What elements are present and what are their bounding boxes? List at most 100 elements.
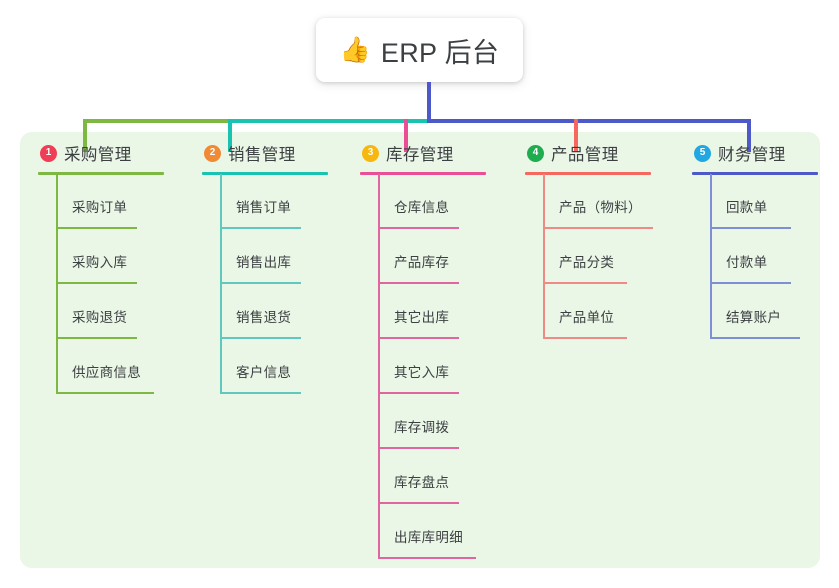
column-spine-line bbox=[56, 174, 58, 394]
column-header-3[interactable]: 3 库存管理 bbox=[360, 132, 512, 175]
menu-item[interactable]: 库存调拨 bbox=[360, 394, 512, 449]
menu-item[interactable]: 其它出库 bbox=[360, 284, 512, 339]
menu-item-underline bbox=[543, 227, 653, 229]
column-items: 产品（物料） 产品分类产品单位 bbox=[525, 174, 685, 339]
menu-item-underline bbox=[710, 282, 791, 284]
menu-item-label: 付款单 bbox=[726, 255, 768, 270]
menu-item-label: 采购订单 bbox=[72, 200, 128, 215]
menu-item-label: 销售订单 bbox=[236, 200, 292, 215]
menu-item-underline bbox=[56, 392, 154, 394]
menu-item-underline bbox=[56, 282, 137, 284]
menu-item-label: 销售退货 bbox=[236, 310, 292, 325]
menu-item[interactable]: 结算账户 bbox=[692, 284, 832, 339]
column-header-underline bbox=[692, 172, 818, 175]
menu-item-label: 库存调拨 bbox=[394, 420, 450, 435]
connector-bus-blue bbox=[427, 119, 751, 123]
menu-item-underline bbox=[378, 227, 459, 229]
menu-item-underline bbox=[220, 282, 301, 284]
column-spine-line bbox=[220, 174, 222, 394]
connector-drop-1 bbox=[83, 119, 87, 152]
menu-item[interactable]: 采购订单 bbox=[38, 174, 190, 229]
menu-item[interactable]: 采购退货 bbox=[38, 284, 190, 339]
diagram-columns: 1 采购管理采购订单采购入库采购退货供应商信息 2 销售管理销售订单销售出库销售退货客… bbox=[20, 132, 820, 568]
menu-item[interactable]: 产品（物料） bbox=[525, 174, 685, 229]
column-number-badge: 1 bbox=[40, 144, 57, 162]
column-spine-line bbox=[378, 174, 380, 559]
menu-item[interactable]: 销售出库 bbox=[202, 229, 350, 284]
connector-drop-4 bbox=[574, 119, 578, 152]
column-number-badge: 4 bbox=[527, 144, 544, 162]
menu-item[interactable]: 采购入库 bbox=[38, 229, 190, 284]
column-header-underline bbox=[360, 172, 486, 175]
menu-item-label: 出库库明细 bbox=[394, 530, 463, 545]
menu-item[interactable]: 回款单 bbox=[692, 174, 832, 229]
menu-item-underline bbox=[543, 337, 627, 339]
menu-item[interactable]: 供应商信息 bbox=[38, 339, 190, 394]
column-items: 仓库信息产品库存其它出库其它入库库存调拨库存盘点出库库明细 bbox=[360, 174, 512, 559]
menu-item-underline bbox=[378, 557, 476, 559]
column-header-1[interactable]: 1 采购管理 bbox=[38, 132, 190, 175]
menu-item-underline bbox=[378, 447, 459, 449]
menu-item-label: 产品（物料） bbox=[559, 200, 642, 215]
column-title: 财务管理 bbox=[718, 146, 786, 164]
column-5: 5 财务管理回款单付款单结算账户 bbox=[692, 132, 832, 339]
menu-item-label: 产品库存 bbox=[394, 255, 450, 270]
column-items: 采购订单采购入库采购退货供应商信息 bbox=[38, 174, 190, 394]
menu-item[interactable]: 销售退货 bbox=[202, 284, 350, 339]
thumbs-up-icon: 👍 bbox=[339, 35, 371, 64]
menu-item[interactable]: 付款单 bbox=[692, 229, 832, 284]
connector-drop-3 bbox=[404, 119, 408, 152]
menu-item-label: 仓库信息 bbox=[394, 200, 450, 215]
menu-item-label: 产品单位 bbox=[559, 310, 615, 325]
column-title: 库存管理 bbox=[386, 146, 454, 164]
column-number-badge: 5 bbox=[694, 144, 711, 162]
column-title: 产品管理 bbox=[551, 146, 619, 164]
column-3: 3 库存管理仓库信息产品库存其它出库其它入库库存调拨库存盘点出库库明细 bbox=[360, 132, 512, 559]
menu-item-underline bbox=[378, 502, 459, 504]
menu-item[interactable]: 其它入库 bbox=[360, 339, 512, 394]
menu-item-label: 客户信息 bbox=[236, 365, 292, 380]
menu-item[interactable]: 库存盘点 bbox=[360, 449, 512, 504]
column-header-5[interactable]: 5 财务管理 bbox=[692, 132, 832, 175]
column-spine-line bbox=[543, 174, 545, 339]
column-header-underline bbox=[525, 172, 651, 175]
connector-drop-5 bbox=[747, 119, 751, 152]
column-number-badge: 3 bbox=[362, 144, 379, 162]
menu-item[interactable]: 产品单位 bbox=[525, 284, 685, 339]
menu-item-label: 采购入库 bbox=[72, 255, 128, 270]
menu-item-label: 库存盘点 bbox=[394, 475, 450, 490]
menu-item-underline bbox=[220, 227, 301, 229]
column-title: 销售管理 bbox=[228, 146, 296, 164]
menu-item-label: 销售出库 bbox=[236, 255, 292, 270]
connector-bus-teal bbox=[228, 119, 430, 123]
menu-item-label: 产品分类 bbox=[559, 255, 615, 270]
column-spine-line bbox=[710, 174, 712, 339]
column-number-badge: 2 bbox=[204, 144, 221, 162]
menu-item[interactable]: 仓库信息 bbox=[360, 174, 512, 229]
column-1: 1 采购管理采购订单采购入库采购退货供应商信息 bbox=[38, 132, 190, 394]
menu-item-underline bbox=[378, 282, 459, 284]
column-items: 回款单付款单结算账户 bbox=[692, 174, 832, 339]
menu-item-label: 其它出库 bbox=[394, 310, 450, 325]
column-header-4[interactable]: 4 产品管理 bbox=[525, 132, 685, 175]
menu-item[interactable]: 产品库存 bbox=[360, 229, 512, 284]
column-header-underline bbox=[202, 172, 328, 175]
menu-item-label: 结算账户 bbox=[726, 310, 782, 325]
column-title: 采购管理 bbox=[64, 146, 132, 164]
menu-item-label: 其它入库 bbox=[394, 365, 450, 380]
menu-item[interactable]: 销售订单 bbox=[202, 174, 350, 229]
menu-item-label: 采购退货 bbox=[72, 310, 128, 325]
column-header-underline bbox=[38, 172, 164, 175]
menu-item-underline bbox=[543, 282, 627, 284]
root-node-erp-backend[interactable]: 👍 ERP 后台 bbox=[316, 18, 523, 82]
menu-item[interactable]: 客户信息 bbox=[202, 339, 350, 394]
column-2: 2 销售管理销售订单销售出库销售退货客户信息 bbox=[202, 132, 350, 394]
diagram-panel-background bbox=[20, 132, 820, 568]
column-header-2[interactable]: 2 销售管理 bbox=[202, 132, 350, 175]
column-items: 销售订单销售出库销售退货客户信息 bbox=[202, 174, 350, 394]
menu-item[interactable]: 出库库明细 bbox=[360, 504, 512, 559]
menu-item-label: 供应商信息 bbox=[72, 365, 141, 380]
menu-item[interactable]: 产品分类 bbox=[525, 229, 685, 284]
connector-drop-2 bbox=[228, 119, 232, 152]
menu-item-underline bbox=[56, 227, 137, 229]
